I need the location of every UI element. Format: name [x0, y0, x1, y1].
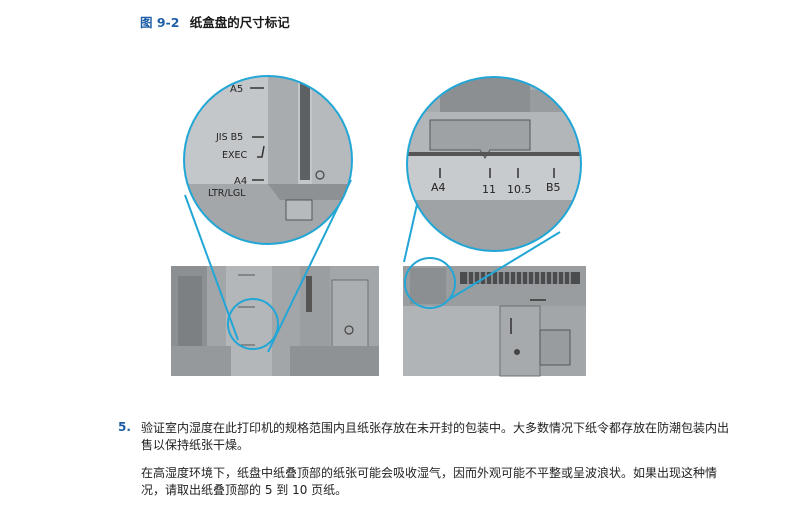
label-ltr-lgl: LTR/LGL: [208, 188, 246, 199]
figure-caption: 图 9-2 纸盒盘的尺寸标记: [140, 12, 290, 31]
label-exec: EXEC: [222, 150, 248, 161]
left-detail-magnified: A5 JIS B5 EXEC A4 LTR/LGL: [183, 75, 353, 245]
figure-number: 图 9-2: [140, 15, 180, 30]
right-small-callout: [404, 257, 456, 309]
step-paragraph-2: 在高湿度环境下，纸盘中纸叠顶部的纸张可能会吸收湿气，因而外观可能不平整或呈波浪状…: [141, 466, 718, 497]
label-a4-left: A4: [234, 176, 247, 187]
label-a5: A5: [230, 84, 243, 95]
step-paragraph-1: 验证室内湿度在此打印机的规格范围内且纸张存放在未开封的包装中。大多数情况下纸令都…: [141, 421, 730, 452]
right-detail-magnified: A4 11 10.5 B5: [406, 76, 582, 252]
tray-dimension-figure: A5 JIS B5 EXEC A4 LTR/LGL A4 11: [171, 75, 586, 377]
right-tray-photo: [403, 266, 586, 377]
label-11: 11: [482, 183, 496, 196]
label-a4-right: A4: [431, 181, 446, 194]
figure-title: 纸盒盘的尺寸标记: [189, 15, 290, 30]
label-10-5: 10.5: [507, 183, 532, 196]
label-jis-b5: JIS B5: [215, 132, 243, 143]
step-number: 5.: [118, 420, 131, 434]
label-b5: B5: [546, 181, 561, 194]
left-small-callout: [227, 298, 279, 350]
left-tray-photo: [171, 266, 379, 376]
